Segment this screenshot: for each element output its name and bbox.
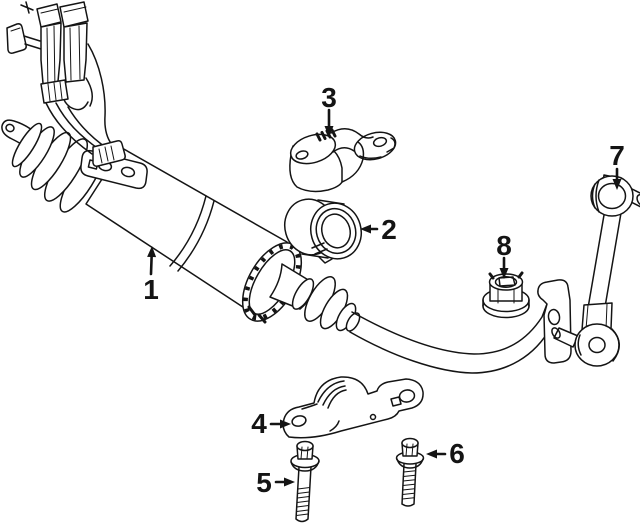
- callout-1: 1: [143, 246, 159, 305]
- callout-5: 5: [256, 467, 295, 498]
- lower-mount-bracket-drawing: [282, 376, 424, 439]
- stabilizer-link-drawing: [551, 174, 640, 367]
- callout-layer: 1 2 3 4 5 6 7 8: [143, 82, 625, 498]
- bolt-short-drawing: [395, 437, 425, 507]
- callout-number-6: 6: [449, 438, 465, 469]
- callout-number-5: 5: [256, 467, 272, 498]
- callout-7: 7: [609, 140, 625, 190]
- flange-nut-drawing: [482, 271, 530, 319]
- harness-connector-drawing: [6, 1, 126, 167]
- bolt-long-drawing: [290, 440, 320, 523]
- callout-number-1: 1: [143, 274, 159, 305]
- callout-number-4: 4: [251, 408, 267, 439]
- stabilizer-actuator-drawing: [1, 1, 572, 374]
- callout-number-7: 7: [609, 140, 625, 171]
- callout-number-8: 8: [496, 230, 512, 261]
- callout-number-2: 2: [381, 214, 397, 245]
- callout-number-3: 3: [321, 82, 337, 113]
- callout-3: 3: [321, 82, 337, 137]
- callout-6: 6: [426, 438, 465, 469]
- callout-8: 8: [496, 230, 512, 279]
- upper-clamp-bracket-drawing: [289, 128, 397, 193]
- callout-2: 2: [360, 214, 397, 245]
- callout-4: 4: [251, 408, 291, 439]
- bushing-drawing: [284, 198, 362, 264]
